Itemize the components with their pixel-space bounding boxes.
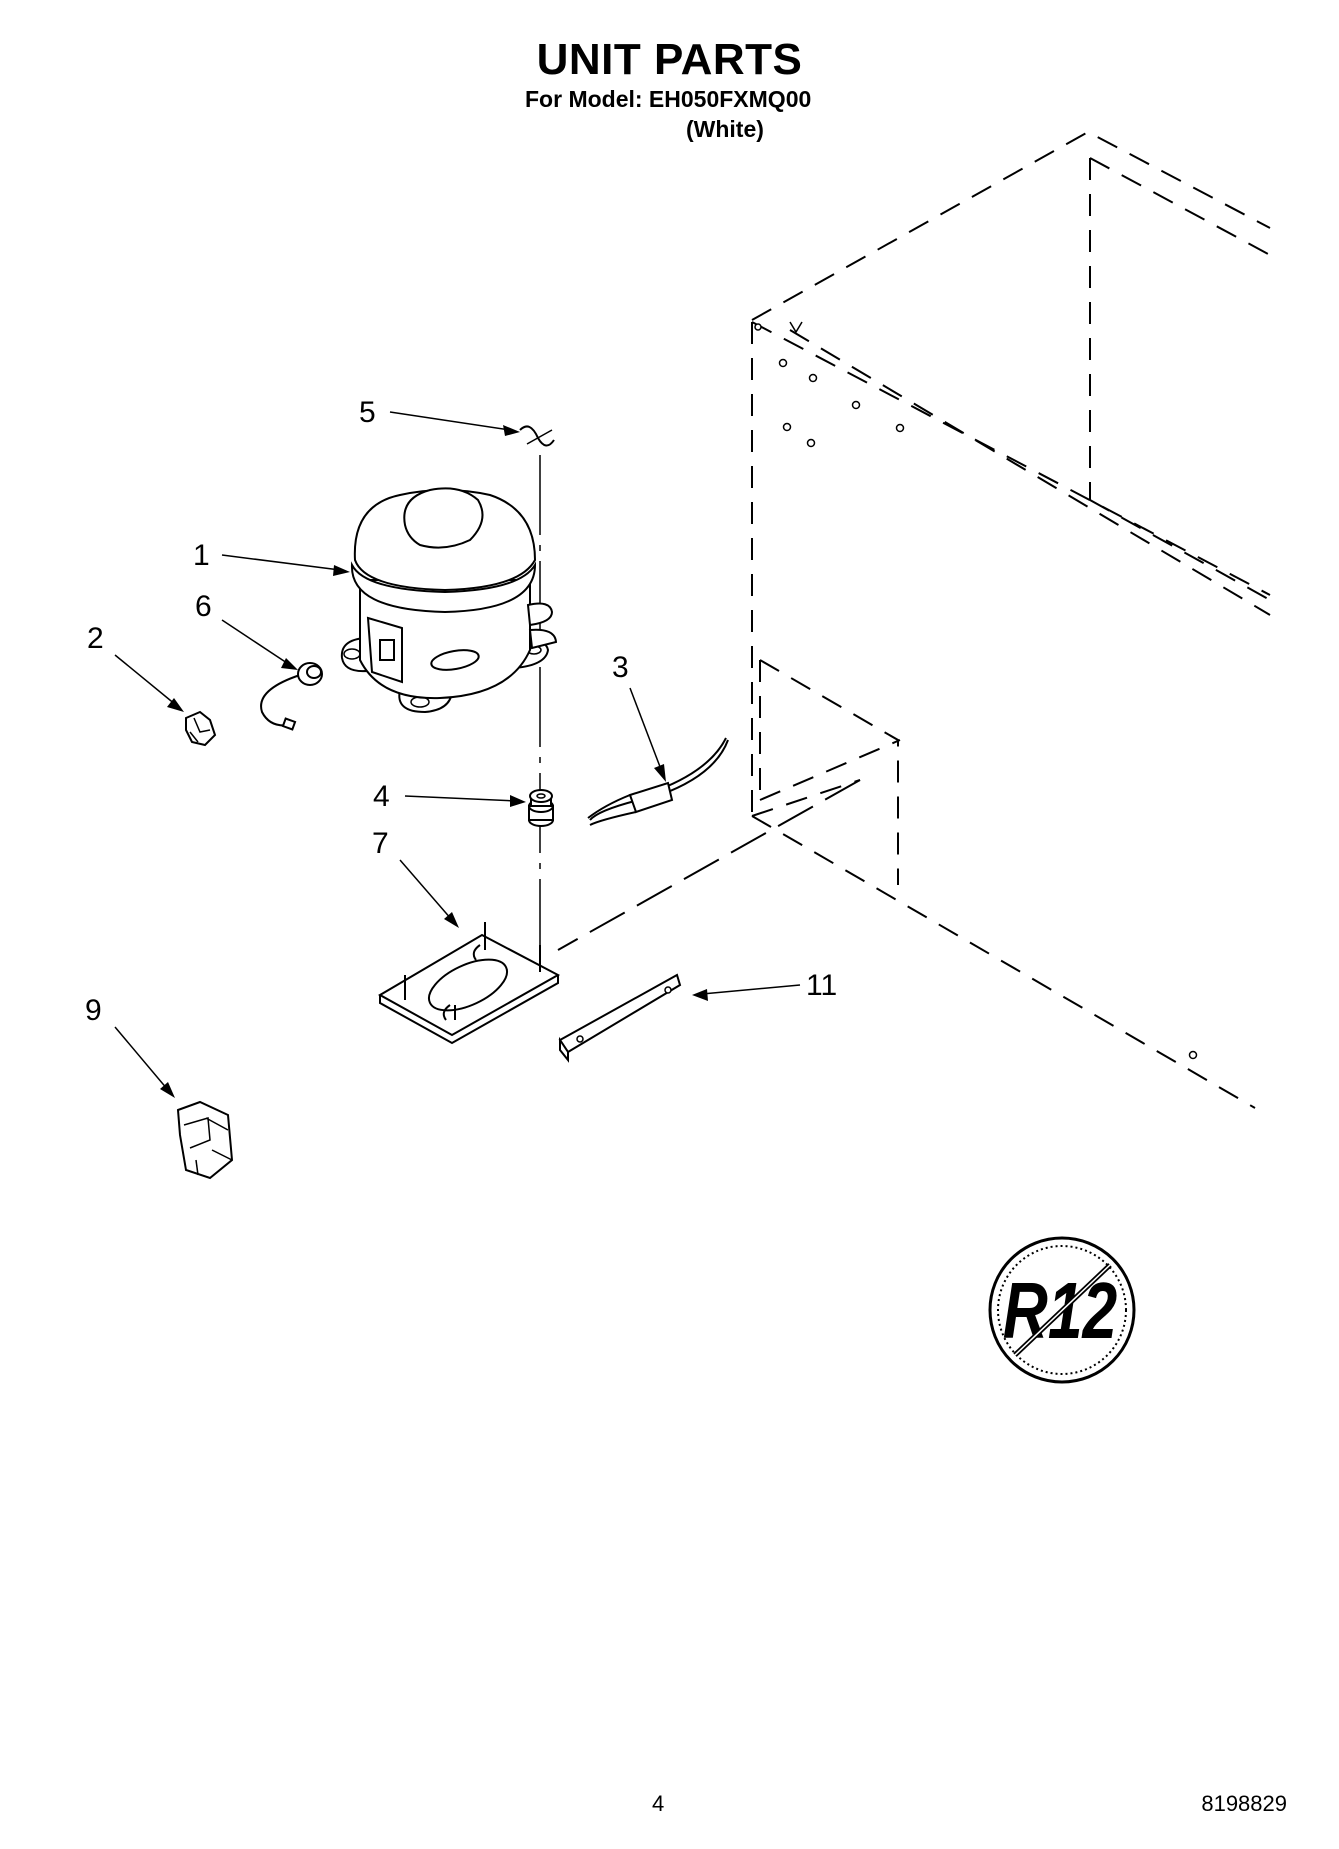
callout-1: 1	[193, 539, 210, 572]
callout-6: 7	[372, 827, 389, 860]
bracket-part	[558, 973, 682, 1063]
callout-9: 6	[195, 590, 212, 623]
no-r12-icon: R12	[988, 1236, 1136, 1384]
callout-4: 4	[373, 780, 390, 813]
page-title: UNIT PARTS	[536, 35, 803, 84]
overload-protector-part	[260, 662, 323, 731]
base-plate-part	[377, 922, 561, 1045]
drier-tube-part	[587, 737, 729, 826]
document-number: 8198829	[1201, 1791, 1287, 1816]
callout-3: 3	[612, 651, 629, 684]
cabinet-line	[557, 779, 861, 951]
callout-11: 11	[806, 969, 837, 1002]
clip-part	[185, 710, 217, 747]
relay-part	[176, 1100, 234, 1180]
model-subtitle: For Model: EH050FXMQ00	[525, 86, 812, 112]
cabinet-hole-icon	[778, 358, 788, 368]
cabinet-outline	[751, 130, 1271, 1109]
callout-labels: 5 1 6 2 3 4 7 11 9	[85, 396, 837, 1027]
compressor-part	[340, 487, 558, 714]
clip-wire-part	[519, 425, 555, 447]
grommet-part	[528, 789, 554, 827]
callout-5: 5	[359, 396, 376, 429]
model-variant: (White)	[686, 116, 764, 142]
leader-lines	[114, 411, 801, 1098]
page-number: 4	[652, 1791, 665, 1816]
callout-7: 9	[85, 994, 102, 1027]
callout-2: 2	[87, 622, 104, 655]
